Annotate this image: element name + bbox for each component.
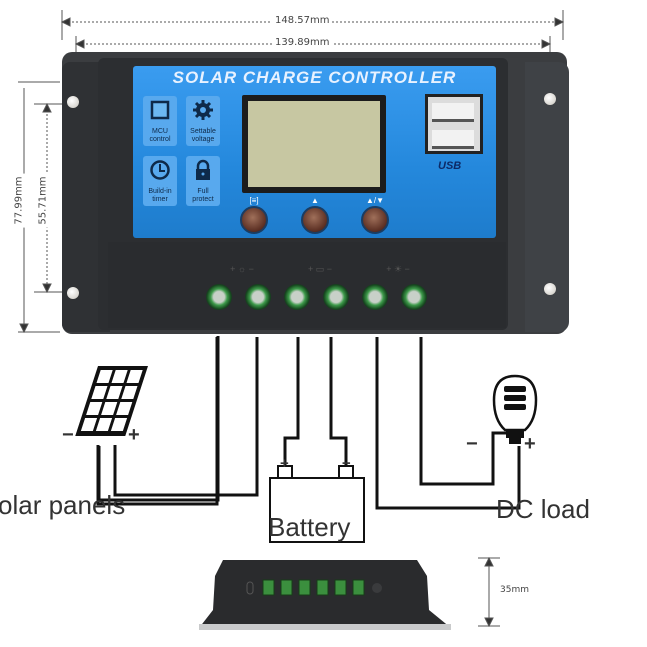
menu-button-glyph: [≡] xyxy=(249,196,259,205)
solar-minus-sign: − xyxy=(62,424,74,446)
battery-icon xyxy=(269,465,365,543)
load-plus-sign: + xyxy=(524,433,536,455)
dc-load-label: DC load xyxy=(496,494,590,524)
load-minus-sign: − xyxy=(466,433,478,455)
feature-protect: Full protect xyxy=(186,156,220,206)
lock-icon xyxy=(196,159,210,180)
controller-side-view xyxy=(199,560,451,630)
load-terminal-label: + ☀ − xyxy=(386,264,410,274)
depth-label: 35mm xyxy=(497,585,532,595)
controller-title: SOLAR CHARGE CONTROLLER xyxy=(172,68,457,87)
terminal-screw[interactable] xyxy=(323,284,349,310)
terminal-screw[interactable] xyxy=(245,284,271,310)
gear-icon xyxy=(193,100,213,120)
hole-width-label: 139.89mm xyxy=(272,37,333,48)
terminal-block xyxy=(108,242,506,328)
battery-label: Battery xyxy=(268,512,351,542)
menu-button[interactable] xyxy=(240,206,268,234)
solar-panels-label: olar panels xyxy=(0,490,126,520)
terminal-screw[interactable] xyxy=(362,284,388,310)
battery-plus-sign: + xyxy=(280,455,289,472)
lcd-screen xyxy=(248,101,380,187)
feature-mcu: MCU control xyxy=(143,96,177,146)
solar-panel-icon xyxy=(75,366,148,436)
mount-hole xyxy=(67,287,79,299)
feature-timer: Build-in timer xyxy=(143,156,177,206)
terminal-screw[interactable] xyxy=(401,284,427,310)
battery-terminal-label: + ▭ − xyxy=(307,264,333,274)
clock-icon xyxy=(150,160,170,180)
mount-hole xyxy=(544,283,556,295)
chip-icon xyxy=(150,100,170,120)
battery-minus-sign: − xyxy=(342,455,351,472)
terminal-screw[interactable] xyxy=(284,284,310,310)
mount-hole xyxy=(544,93,556,105)
overall-width-label: 148.57mm xyxy=(272,15,333,26)
mount-hole xyxy=(67,96,79,108)
up-button-glyph: ▲ xyxy=(311,196,319,205)
up-down-button-glyph: ▲/▼ xyxy=(365,196,385,205)
bulb-icon xyxy=(492,374,538,444)
feature-voltage: Settable voltage xyxy=(186,96,220,146)
terminal-screw[interactable] xyxy=(206,284,232,310)
up-down-button[interactable] xyxy=(361,206,389,234)
usb-port xyxy=(432,103,474,122)
solar-terminal-label: + ☼ − xyxy=(230,264,254,274)
usb-port xyxy=(432,130,474,149)
solar-plus-sign: + xyxy=(128,424,140,446)
usb-ports xyxy=(425,94,483,154)
up-button[interactable] xyxy=(301,206,329,234)
usb-logo: USB xyxy=(438,160,462,172)
